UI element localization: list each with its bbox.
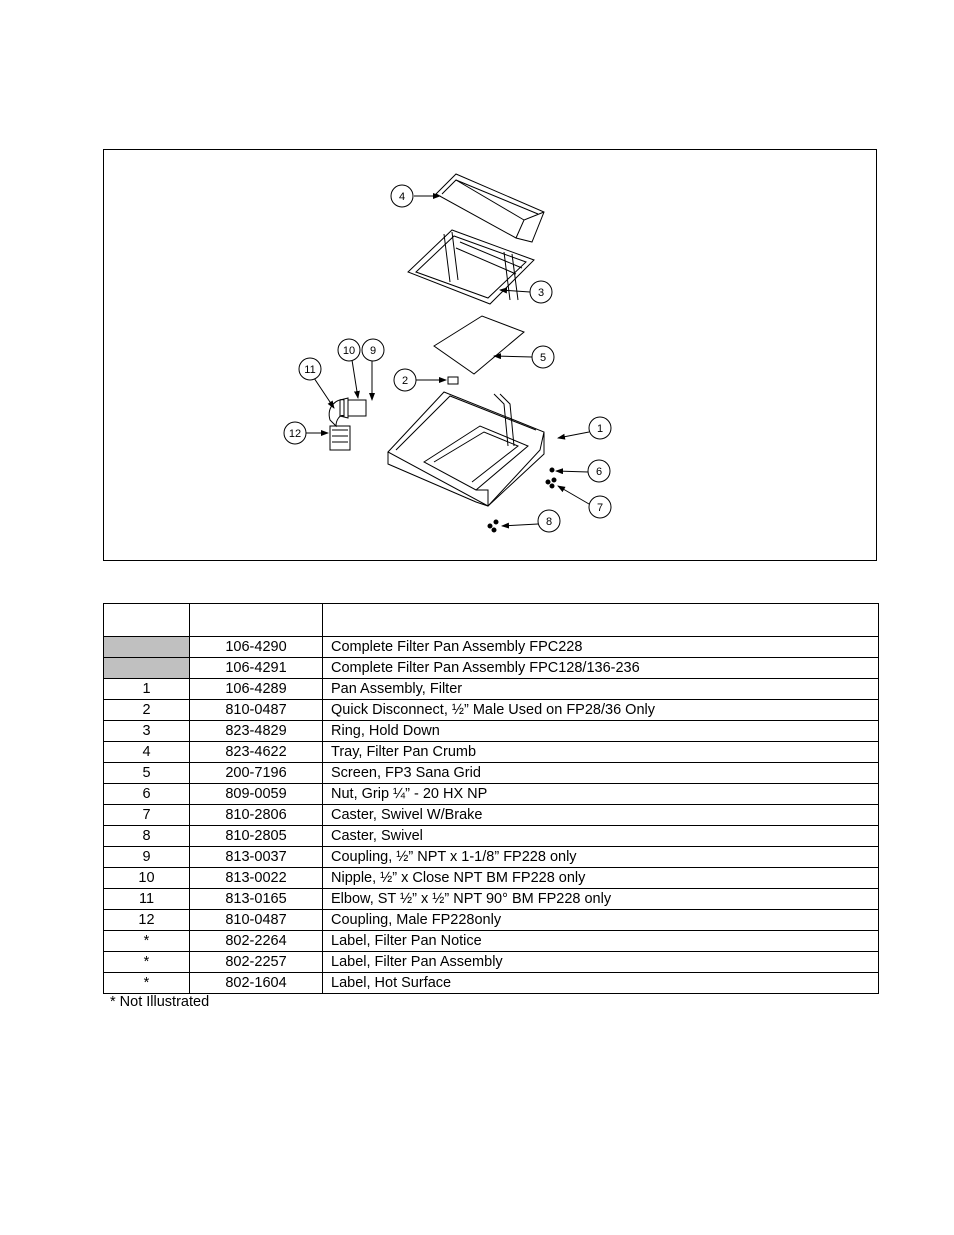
description-cell: Quick Disconnect, ½” Male Used on FP28/3… — [322, 699, 879, 721]
part-number-cell: 813-0022 — [189, 867, 323, 889]
callout-7: 7 — [597, 502, 603, 514]
caster-hardware-drawing — [487, 467, 557, 533]
description-cell: Screen, FP3 Sana Grid — [322, 762, 879, 784]
table-header-row — [103, 603, 879, 637]
description-cell: Complete Filter Pan Assembly FPC128/136-… — [322, 657, 879, 679]
callout-12: 12 — [289, 428, 301, 440]
part-number-cell: 106-4289 — [189, 678, 323, 700]
header-item — [103, 603, 190, 637]
item-cell: 5 — [103, 762, 190, 784]
description-cell: Coupling, Male FP228only — [322, 909, 879, 931]
filter-pan-drawing: 1 2 3 4 5 6 7 8 9 10 11 12 — [283, 173, 612, 533]
callout-10: 10 — [343, 345, 355, 357]
description-cell: Label, Hot Surface — [322, 972, 879, 994]
item-cell: * — [103, 951, 190, 973]
part-number-cell: 809-0059 — [189, 783, 323, 805]
part-number-cell: 810-0487 — [189, 909, 323, 931]
part-number-cell: 810-2806 — [189, 804, 323, 826]
header-part — [189, 603, 323, 637]
description-cell: Ring, Hold Down — [322, 720, 879, 742]
quick-disconnect-drawing — [447, 376, 459, 385]
crumb-tray-drawing — [435, 173, 545, 243]
description-cell: Caster, Swivel — [322, 825, 879, 847]
screen-drawing — [433, 315, 525, 375]
part-number-cell: 813-0037 — [189, 846, 323, 868]
part-number-cell: 810-0487 — [189, 699, 323, 721]
description-cell: Label, Filter Pan Notice — [322, 930, 879, 952]
footnote: * Not Illustrated — [110, 994, 210, 1010]
callout-8: 8 — [546, 516, 552, 528]
item-cell: 6 — [103, 783, 190, 805]
item-cell: * — [103, 972, 190, 994]
item-cell: 4 — [103, 741, 190, 763]
part-number-cell: 823-4829 — [189, 720, 323, 742]
part-number-cell: 200-7196 — [189, 762, 323, 784]
item-cell — [103, 636, 190, 658]
item-cell: 1 — [103, 678, 190, 700]
item-cell: 12 — [103, 909, 190, 931]
part-number-cell: 802-2264 — [189, 930, 323, 952]
part-number-cell: 802-1604 — [189, 972, 323, 994]
item-cell: * — [103, 930, 190, 952]
callout-11: 11 — [304, 364, 315, 376]
part-number-cell: 810-2805 — [189, 825, 323, 847]
item-cell: 11 — [103, 888, 190, 910]
callout-3: 3 — [538, 287, 544, 299]
part-number-cell: 106-4290 — [189, 636, 323, 658]
callout-5: 5 — [540, 352, 546, 364]
callout-9: 9 — [370, 345, 376, 357]
item-cell: 7 — [103, 804, 190, 826]
description-cell: Complete Filter Pan Assembly FPC228 — [322, 636, 879, 658]
part-number-cell: 802-2257 — [189, 951, 323, 973]
item-cell: 10 — [103, 867, 190, 889]
description-cell: Caster, Swivel W/Brake — [322, 804, 879, 826]
description-cell: Nipple, ½” x Close NPT BM FP228 only — [322, 867, 879, 889]
item-cell: 3 — [103, 720, 190, 742]
part-number-cell: 813-0165 — [189, 888, 323, 910]
header-description — [322, 603, 879, 637]
item-cell — [103, 657, 190, 679]
description-cell: Coupling, ½” NPT x 1-1/8” FP228 only — [322, 846, 879, 868]
item-cell: 2 — [103, 699, 190, 721]
description-cell: Pan Assembly, Filter — [322, 678, 879, 700]
item-cell: 9 — [103, 846, 190, 868]
description-cell: Tray, Filter Pan Crumb — [322, 741, 879, 763]
callout-4: 4 — [399, 191, 405, 203]
part-number-cell: 106-4291 — [189, 657, 323, 679]
filter-pan-drawing — [387, 391, 545, 507]
callout-1: 1 — [597, 423, 603, 435]
description-cell: Label, Filter Pan Assembly — [322, 951, 879, 973]
item-cell: 8 — [103, 825, 190, 847]
callout-6: 6 — [596, 466, 602, 478]
callout-2: 2 — [402, 375, 408, 387]
description-cell: Elbow, ST ½” x ½” NPT 90° BM FP228 only — [322, 888, 879, 910]
drain-fittings-drawing — [328, 397, 367, 451]
description-cell: Nut, Grip ¼” - 20 HX NP — [322, 783, 879, 805]
exploded-view-figure: 1 2 3 4 5 6 7 8 9 10 11 12 — [103, 149, 877, 561]
part-number-cell: 823-4622 — [189, 741, 323, 763]
hold-down-ring-drawing — [407, 229, 535, 305]
